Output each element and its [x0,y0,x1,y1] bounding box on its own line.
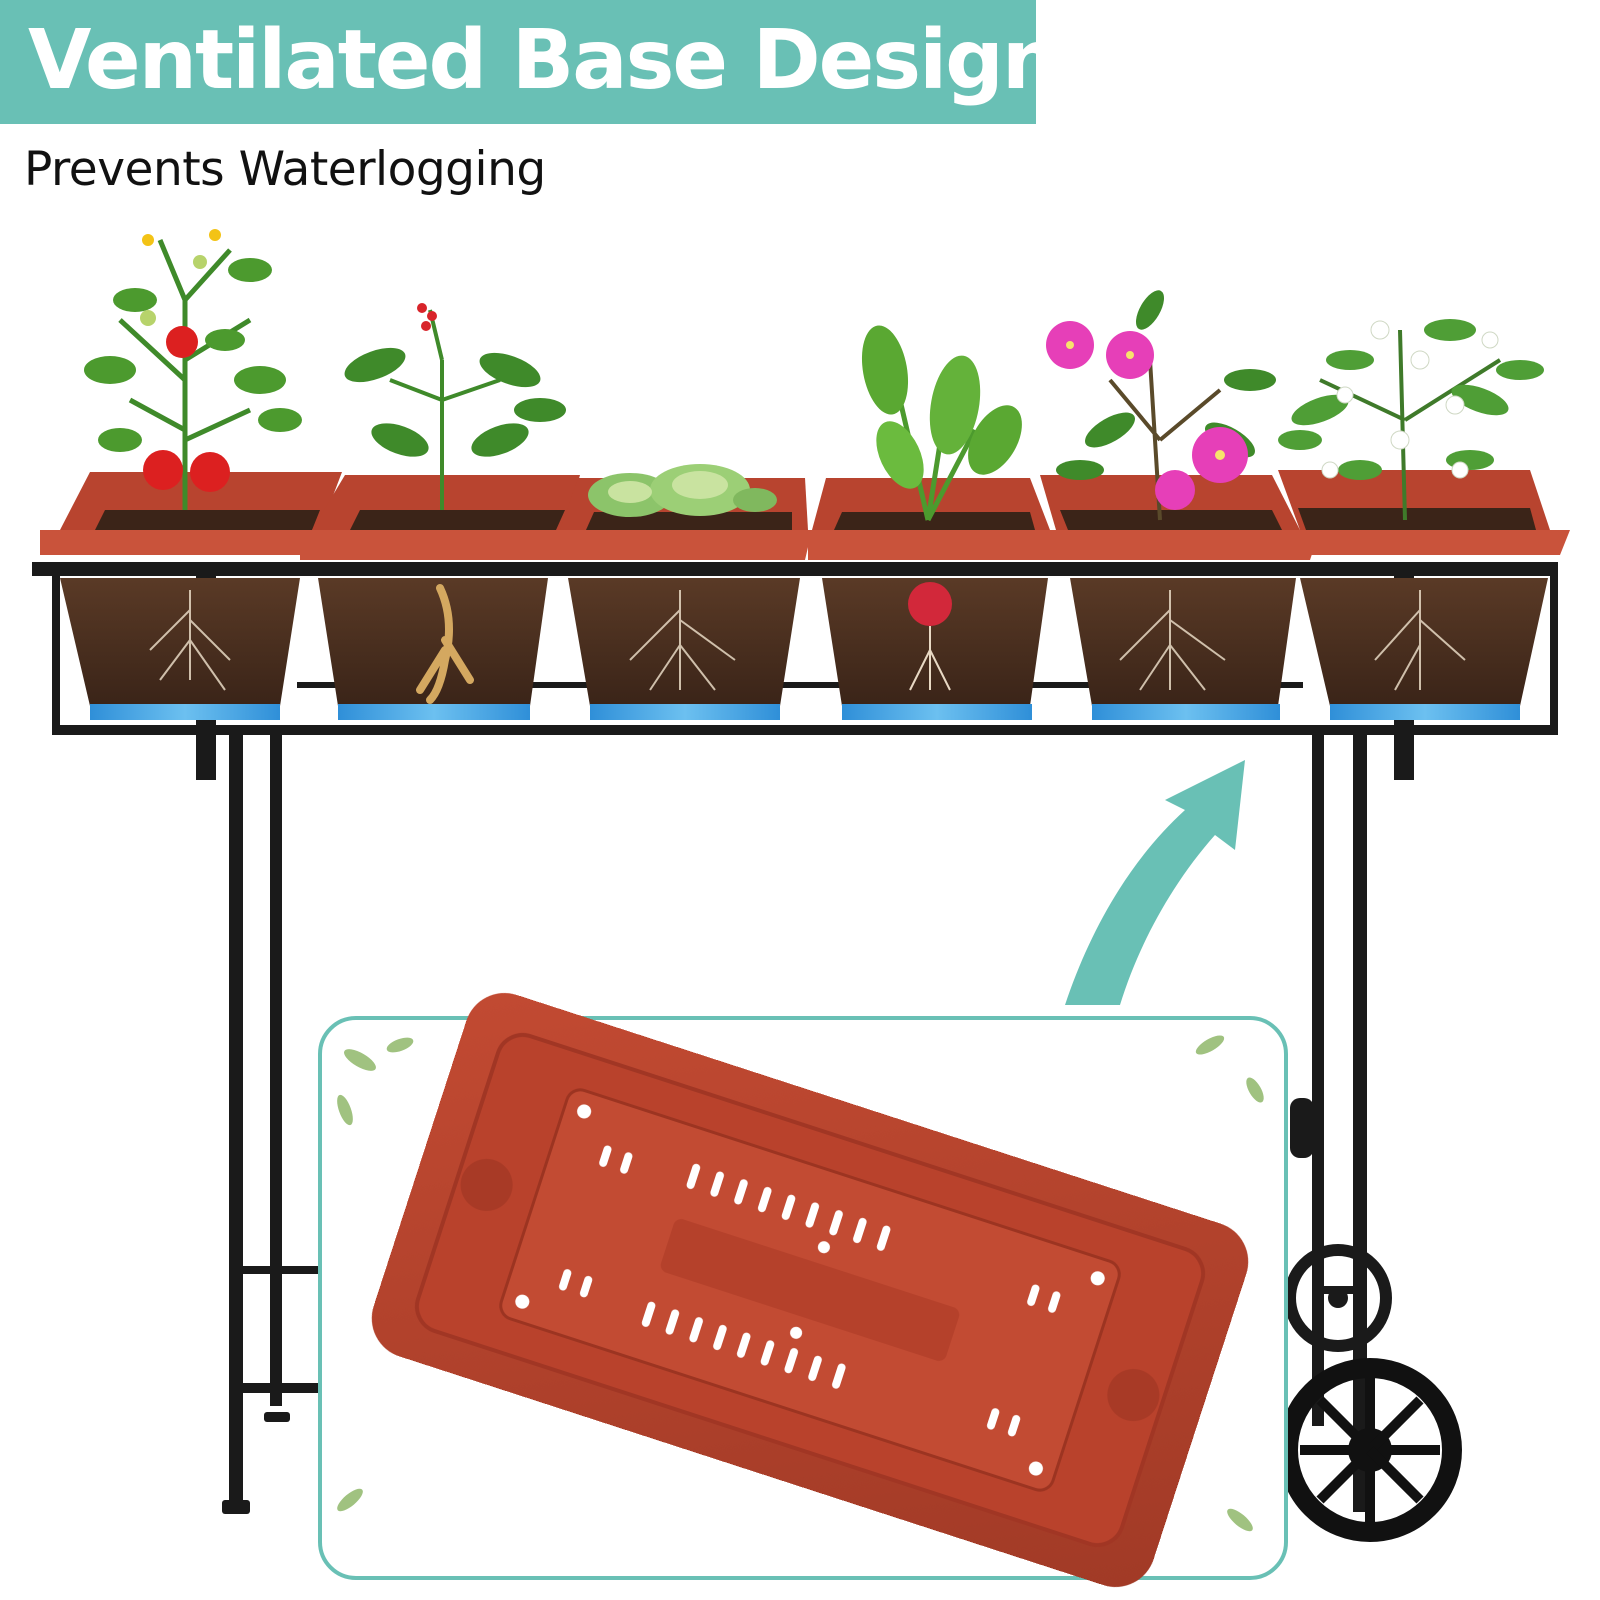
arrow-icon [1065,760,1245,1005]
inset-panel [318,993,1288,1587]
planters [40,470,1570,720]
title-banner: Ventilated Base Design [0,0,1060,124]
front-wheel [1278,1358,1462,1542]
cart-handle [1290,1098,1314,1158]
ginseng-plant [344,303,566,510]
radish-plant [861,325,1022,522]
azalea-plant [1046,290,1276,521]
left-rear-foot [264,1412,290,1422]
tomato-plant [84,229,302,510]
planter-4 [808,478,1062,720]
succulent-plant [588,464,777,517]
jasmine-plant [1278,319,1544,521]
planter-2 [300,475,592,720]
planter-underside [371,993,1249,1587]
ventilation-holes [515,1104,1105,1476]
planter-1 [40,472,348,720]
left-foot [222,1500,250,1514]
title: Ventilated Base Design [28,13,1060,108]
plants [84,229,1544,522]
leaf-decoration [337,1035,1264,1532]
rear-wheel [1284,1244,1392,1352]
planter-6 [1278,470,1570,720]
subtitle: Prevents Waterlogging [24,142,546,197]
planter-3 [552,478,812,720]
